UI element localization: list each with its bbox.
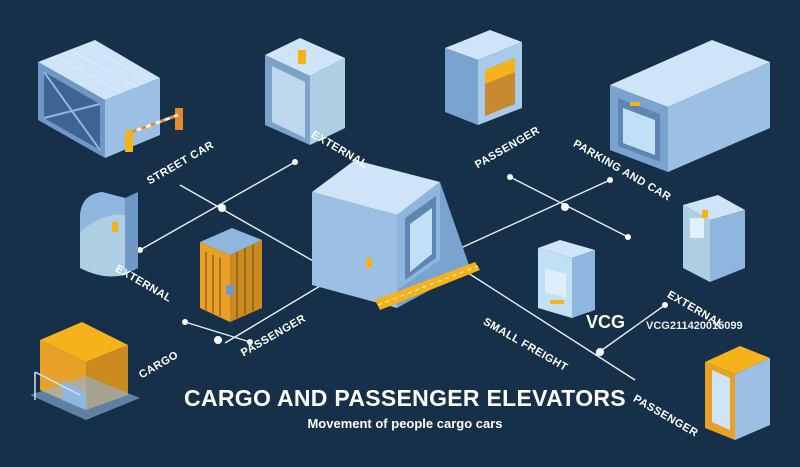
junction-dot: [182, 319, 188, 325]
connector-line: [439, 254, 636, 381]
junction-dot: [662, 302, 668, 308]
passenger-elevator-icon: [445, 30, 522, 125]
junction-dot: [507, 174, 513, 180]
junction-dot: [292, 159, 298, 165]
passenger-elevator-icon: [705, 346, 770, 440]
small-freight-elevator-icon: [538, 240, 595, 318]
junction-dot: [625, 234, 631, 240]
connector-line: [139, 161, 296, 251]
junction-dot: [214, 336, 222, 344]
watermark-id: VCG211420015099: [646, 320, 743, 332]
page-title: CARGO AND PASSENGER ELEVATORS: [184, 385, 626, 411]
cargo-cage-elevator-icon: [200, 228, 262, 322]
external-elevator-icon: [80, 192, 138, 277]
connector-line: [179, 184, 316, 263]
page-subtitle: Movement of people cargo cars: [307, 416, 503, 431]
watermark-logo: VCG: [586, 312, 626, 332]
junction-dot: [218, 204, 226, 212]
cargo-elevator-icon: [30, 322, 140, 420]
junction-dot: [607, 177, 613, 183]
parking-car-elevator-icon: [610, 40, 770, 172]
junction-dot: [561, 203, 569, 211]
external-elevator-icon: [683, 195, 745, 282]
connector-line: [594, 304, 666, 356]
connector-line: [184, 321, 251, 343]
street-car-elevator-icon: [38, 40, 183, 158]
connector-line: [224, 279, 331, 344]
junction-dot: [247, 339, 253, 345]
junction-dot: [596, 348, 604, 356]
external-elevator-icon: [265, 38, 345, 145]
junction-dot: [137, 247, 143, 253]
central-freight-elevator-icon: [312, 160, 480, 310]
